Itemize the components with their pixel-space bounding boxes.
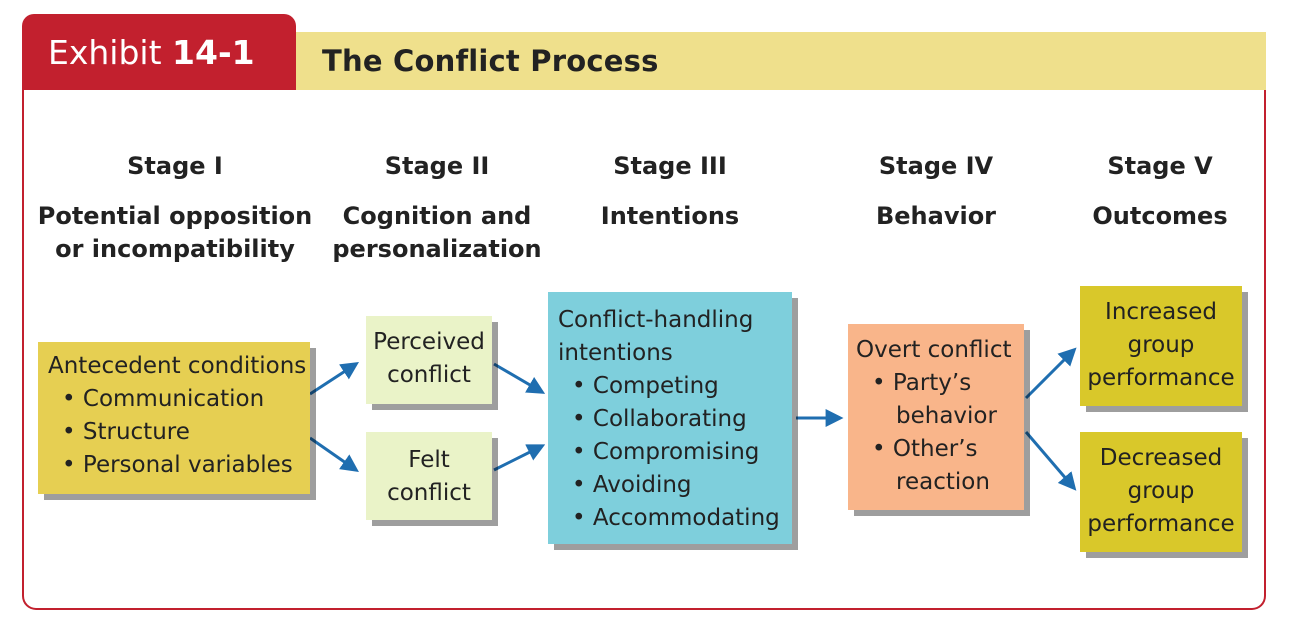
perceived-conflict-box: Perceived conflict [366, 316, 492, 404]
perceived-line1: Perceived [373, 329, 485, 355]
arrow-perceived-to-intentions [493, 362, 546, 394]
stage-2-header: Stage II Cognition and personalization [322, 150, 552, 266]
exhibit-frame [22, 90, 1266, 610]
increased-line1: Increased [1105, 299, 1217, 325]
stage-4-header: Stage IV Behavior [836, 150, 1036, 233]
perceived-line2: conflict [387, 362, 471, 388]
intention-accommodating: Accommodating [558, 502, 792, 535]
intention-avoiding: Avoiding [558, 469, 792, 502]
stage-4-label: Stage IV [878, 152, 994, 180]
stage-3-label: Stage III [613, 152, 727, 180]
intention-compromising: Compromising [558, 436, 792, 469]
decreased-line3: performance [1087, 511, 1235, 537]
decreased-line2: group [1127, 478, 1195, 504]
antecedent-conditions-box: Antecedent conditions Communication Stru… [38, 342, 310, 494]
stage-2-label: Stage II [384, 152, 490, 180]
stage-3-header: Stage III Intentions [560, 150, 780, 233]
stage-5-header: Stage V Outcomes [1070, 150, 1250, 233]
stage-1-header: Stage I Potential opposition or incompat… [30, 150, 320, 266]
overt-conflict-box: Overt conflict Party’s behavior Other’s … [848, 324, 1024, 510]
arrow-overt-to-decreased [1024, 431, 1077, 491]
exhibit-prefix: Exhibit [48, 33, 162, 72]
increased-line3: performance [1087, 365, 1235, 391]
overt-item1-line2: behavior [896, 403, 997, 429]
overt-heading: Overt conflict [856, 337, 1012, 363]
felt-conflict-box: Felt conflict [366, 432, 492, 520]
exhibit-title: The Conflict Process [322, 44, 659, 78]
felt-line1: Felt [408, 447, 450, 473]
increased-performance-box: Increased group performance [1080, 286, 1242, 406]
stage-4-name-line1: Behavior [875, 202, 997, 230]
decreased-line1: Decreased [1099, 445, 1223, 471]
stage-2-name-line2: personalization [332, 235, 542, 263]
overt-item2-line1: Other’s [856, 433, 1024, 466]
antecedent-item-personal-variables: Personal variables [48, 449, 310, 482]
antecedent-item-communication: Communication [48, 383, 310, 416]
arrow-antecedent-to-felt [309, 436, 359, 473]
intention-competing: Competing [558, 370, 792, 403]
conflict-handling-intentions-box: Conflict-handling intentions Competing C… [548, 292, 792, 544]
stage-2-name-line1: Cognition and [342, 202, 532, 230]
overt-item1-line1: Party’s [856, 367, 1024, 400]
stage-1-name-line1: Potential opposition [37, 202, 313, 230]
arrow-overt-to-increased [1024, 347, 1077, 400]
antecedent-item-structure: Structure [48, 416, 310, 449]
antecedent-heading: Antecedent conditions [48, 353, 307, 379]
intention-collaborating: Collaborating [558, 403, 792, 436]
stage-3-name-line1: Intentions [600, 202, 740, 230]
stage-1-label: Stage I [127, 152, 223, 180]
intentions-line1: Conflict-handling [558, 307, 754, 333]
exhibit-number: 14-1 [172, 33, 255, 72]
arrow-felt-to-intentions [493, 444, 546, 472]
decreased-performance-box: Decreased group performance [1080, 432, 1242, 552]
stage-1-name-line2: or incompatibility [55, 235, 295, 263]
felt-line2: conflict [387, 480, 471, 506]
intentions-line2: intentions [558, 340, 673, 366]
arrow-antecedent-to-perceived [309, 362, 360, 396]
increased-line2: group [1127, 332, 1195, 358]
stage-5-name-line1: Outcomes [1092, 202, 1228, 230]
exhibit-tab: Exhibit 14-1 [22, 14, 296, 90]
overt-item2-line2: reaction [896, 469, 990, 495]
stage-5-label: Stage V [1107, 152, 1213, 180]
